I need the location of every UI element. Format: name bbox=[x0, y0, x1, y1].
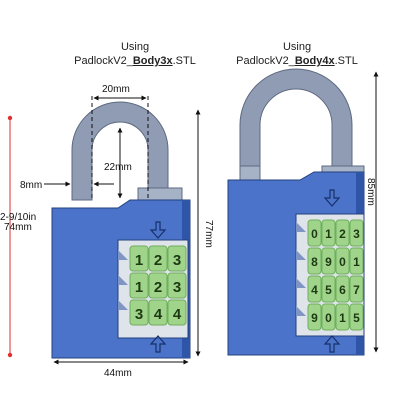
wheel-cell[interactable] bbox=[307, 275, 322, 303]
wheel-cell[interactable] bbox=[335, 275, 350, 303]
dimensions-body4x: 85mm bbox=[365, 71, 379, 353]
wheel-digit: 4 bbox=[311, 283, 318, 297]
wheel-digit: 4 bbox=[173, 306, 182, 323]
wheel-cell[interactable] bbox=[349, 247, 364, 275]
wheel-cell[interactable] bbox=[335, 303, 350, 331]
wheel-digit: 2 bbox=[154, 279, 162, 296]
filename-prefix: PadlockV2_ bbox=[236, 55, 295, 67]
filename-bold: Body3x bbox=[132, 55, 173, 67]
wheel-digit: 0 bbox=[339, 255, 346, 269]
wheel-digit: 3 bbox=[135, 306, 143, 323]
wheel-digit: 1 bbox=[325, 227, 332, 241]
wheel-digit: 1 bbox=[353, 255, 360, 269]
wheel-digit: 3 bbox=[173, 279, 181, 296]
wheel-digit: 1 bbox=[135, 252, 143, 269]
wheel-digit: 6 bbox=[339, 283, 346, 297]
shackle-body3x bbox=[71, 101, 169, 201]
wheel-digit: 2 bbox=[154, 252, 162, 269]
wheel-cell[interactable] bbox=[321, 303, 336, 331]
wheel-cell[interactable] bbox=[349, 303, 364, 331]
wheel-digit: 0 bbox=[311, 227, 318, 241]
wheel-digit: 3 bbox=[173, 252, 181, 269]
wheel-cell[interactable] bbox=[148, 299, 168, 326]
wheel-digit: 2 bbox=[339, 227, 346, 241]
caption-body4x: Using PadlockV2_Body4x.STL bbox=[222, 40, 372, 68]
body4x-height-label: 85mm bbox=[365, 178, 376, 206]
wheel-digit: 5 bbox=[353, 311, 360, 325]
wheel-cell[interactable] bbox=[321, 247, 336, 275]
wheel-digit: 1 bbox=[339, 311, 346, 325]
wheel-cell[interactable] bbox=[335, 219, 350, 247]
wheel-digit: 7 bbox=[353, 283, 360, 297]
wheel-cell[interactable] bbox=[167, 272, 187, 299]
body3x-height-label: 77mm bbox=[203, 220, 214, 248]
up-arrow-icon bbox=[149, 335, 167, 353]
wheel-cell[interactable] bbox=[148, 245, 168, 272]
dimensions-body3x: 20mm 22mm 8mm 77mm 44mm bbox=[20, 84, 214, 379]
wheel-digit: 8 bbox=[311, 255, 318, 269]
shackle-width-label: 20mm bbox=[102, 84, 130, 95]
wheel-cell[interactable] bbox=[307, 219, 322, 247]
wheel-digit: 9 bbox=[325, 255, 332, 269]
left-edge-label-1: 2-9/10in bbox=[0, 212, 36, 223]
shackle-thickness-label: 8mm bbox=[20, 180, 42, 191]
wheel-cell[interactable] bbox=[148, 272, 168, 299]
caption-body3x: Using PadlockV2_Body3x.STL bbox=[60, 40, 210, 68]
wheel-teeth bbox=[118, 250, 128, 310]
caption-using-label: Using bbox=[120, 41, 150, 53]
wheel-teeth bbox=[296, 222, 306, 316]
wheel-cell[interactable] bbox=[321, 219, 336, 247]
left-edge-dimension: 2-9/10in 74mm bbox=[0, 115, 36, 358]
caption-filename: PadlockV2_Body4x.STL bbox=[222, 54, 372, 68]
wheel-cell[interactable] bbox=[307, 303, 322, 331]
wheel-cell[interactable] bbox=[167, 245, 187, 272]
wheel-cell[interactable] bbox=[335, 247, 350, 275]
wheel-digit: 9 bbox=[311, 311, 318, 325]
shackle-foot bbox=[239, 165, 261, 181]
wheel-cell[interactable] bbox=[321, 275, 336, 303]
left-edge-label-2: 74mm bbox=[4, 222, 32, 233]
filename-suffix: .STL bbox=[334, 55, 358, 67]
wheel-cell[interactable] bbox=[349, 275, 364, 303]
filename-bold: Body4x bbox=[294, 55, 335, 67]
wheel-cell[interactable] bbox=[129, 299, 149, 326]
wheel-cell[interactable] bbox=[129, 272, 149, 299]
caption-filename: PadlockV2_Body3x.STL bbox=[60, 54, 210, 68]
wheel-digit: 4 bbox=[154, 306, 163, 323]
wheel-digit: 3 bbox=[353, 227, 360, 241]
body3x-width-label: 44mm bbox=[104, 368, 132, 379]
wheel-cell[interactable] bbox=[307, 247, 322, 275]
wheel-cell[interactable] bbox=[349, 219, 364, 247]
wheel-digit: 5 bbox=[325, 283, 332, 297]
wheel-cell[interactable] bbox=[129, 245, 149, 272]
filename-prefix: PadlockV2_ bbox=[74, 55, 133, 67]
shackle-body4x bbox=[239, 68, 353, 181]
wheel-digit: 0 bbox=[325, 311, 332, 325]
caption-using-label: Using bbox=[282, 41, 312, 53]
filename-suffix: .STL bbox=[172, 55, 196, 67]
shackle-height-label: 22mm bbox=[104, 162, 132, 173]
down-arrow-icon bbox=[323, 189, 341, 207]
up-arrow-icon bbox=[323, 335, 341, 353]
wheel-cell[interactable] bbox=[167, 299, 187, 326]
down-arrow-icon bbox=[149, 221, 167, 239]
wheel-digit: 1 bbox=[135, 279, 143, 296]
